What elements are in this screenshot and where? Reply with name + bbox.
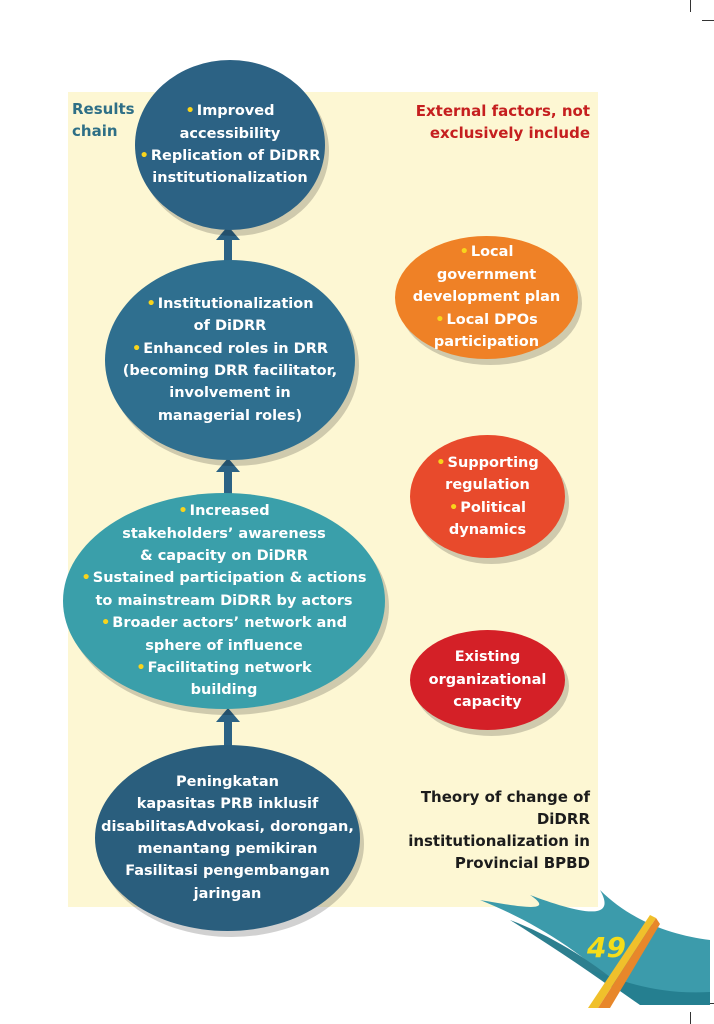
bullet-icon: • xyxy=(185,103,195,120)
node-line: Fasilitasi pengembangan xyxy=(125,863,330,880)
node-line: •Improved xyxy=(185,103,275,120)
node-line: •Increased xyxy=(178,503,270,520)
node-line: accessibility xyxy=(179,125,281,142)
node-line: jaringan xyxy=(193,885,262,902)
node-line: •Local DPOs xyxy=(435,311,538,328)
node-line: •Local xyxy=(459,244,514,261)
node-line: building xyxy=(190,682,258,699)
node-line: of DiDRR xyxy=(193,318,267,335)
bullet-icon: • xyxy=(448,499,459,516)
external-factor-2: •Supporting regulation •Political dynami… xyxy=(410,435,565,558)
arrow-up-2 xyxy=(216,458,240,498)
bullet-icon: • xyxy=(136,660,146,677)
node-line: regulation xyxy=(445,477,530,494)
node-line: •Broader actors’ network and xyxy=(100,615,348,632)
theory-of-change-title: Theory of change of DiDRR institutionali… xyxy=(408,788,590,872)
node-line: •Enhanced roles in DRR xyxy=(131,340,329,357)
node-line: Peningkatan xyxy=(176,773,279,790)
node-line: Existing xyxy=(454,649,521,666)
node-line: involvement in xyxy=(169,385,291,402)
node-line: & capacity on DiDRR xyxy=(140,547,308,564)
node-line: menantang pemikiran xyxy=(137,841,318,857)
node-line: •Facilitating network xyxy=(136,660,312,677)
bullet-icon: • xyxy=(178,503,188,520)
external-factor-1: •Local government development plan •Loca… xyxy=(395,236,578,359)
node-line: •Replication of DiDRR xyxy=(139,148,321,164)
arrow-up-3 xyxy=(216,708,240,748)
brush-stroke-decoration xyxy=(480,890,710,1008)
node-line: kapasitas PRB inklusif xyxy=(136,796,319,813)
bullet-icon: • xyxy=(146,295,156,312)
node-line: •Political xyxy=(448,499,527,516)
node-line: capacity xyxy=(453,694,522,711)
node-line: disabilitasAdvokasi, dorongan, xyxy=(101,818,354,835)
bullet-icon: • xyxy=(100,615,111,632)
outcome-node-3: •Increased stakeholders’ awareness & cap… xyxy=(63,493,385,709)
crop-mark xyxy=(690,1012,691,1024)
node-line: sphere of influence xyxy=(145,637,303,654)
results-chain-label: Results chain xyxy=(72,100,135,140)
node-line: •Supporting xyxy=(436,454,539,471)
outcome-node-2: •Institutionalization of DiDRR •Enhanced… xyxy=(105,260,355,460)
node-line: •Institutionalization xyxy=(146,295,314,312)
node-line: government xyxy=(436,266,537,283)
outcome-node-1: •Improved accessibility •Replication of … xyxy=(135,60,325,230)
external-factor-3: Existing organizational capacity xyxy=(410,630,565,730)
node-line: managerial roles) xyxy=(157,407,303,424)
bullet-icon: • xyxy=(436,454,446,471)
node-line: dynamics xyxy=(448,521,527,538)
node-line: stakeholders’ awareness xyxy=(122,525,326,542)
node-line: participation xyxy=(433,334,540,351)
page-number: 49 xyxy=(587,931,626,964)
node-line: to mainstream DiDRR by actors xyxy=(95,592,353,609)
arrow-up-1 xyxy=(216,226,240,264)
node-line: development plan xyxy=(412,289,561,306)
crop-mark xyxy=(702,20,714,21)
bullet-icon: • xyxy=(139,148,149,164)
bullet-icon: • xyxy=(131,340,142,357)
node-line: institutionalization xyxy=(152,170,308,187)
external-factors-label: External factors, not exclusively includ… xyxy=(415,102,590,142)
bullet-icon: • xyxy=(435,311,445,328)
crop-mark xyxy=(690,0,691,12)
bullet-icon: • xyxy=(459,244,469,261)
bullet-icon: • xyxy=(81,570,91,587)
node-line: organizational xyxy=(428,671,547,688)
node-line: (becoming DRR facilitator, xyxy=(122,363,338,379)
node-line: •Sustained participation & actions xyxy=(81,570,367,587)
activity-node: Peningkatan kapasitas PRB inklusif disab… xyxy=(95,745,360,931)
